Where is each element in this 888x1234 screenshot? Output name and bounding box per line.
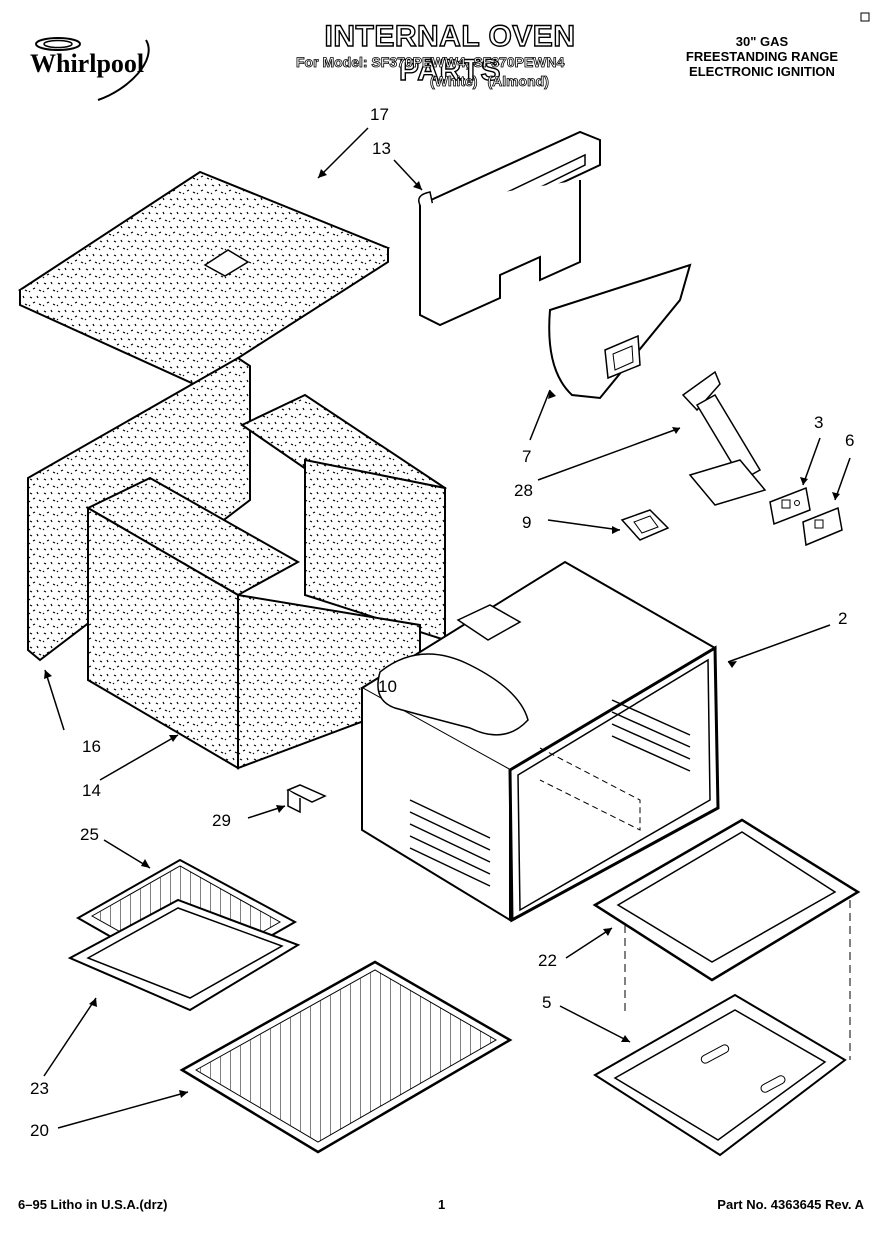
- callout-16: 16: [82, 737, 101, 756]
- callout-22: 22: [538, 951, 557, 970]
- callout-28: 28: [514, 481, 533, 500]
- callout-20: 20: [30, 1121, 49, 1140]
- part-28-bracket: [681, 370, 767, 506]
- part-22-bottom-panel: [592, 818, 861, 1060]
- callout-10: 10: [378, 677, 397, 696]
- part-3-gasket: [769, 486, 811, 526]
- part-2-oven-liner: [360, 560, 720, 923]
- logo-wordmark: Whirlpool: [30, 49, 144, 78]
- callout-6: 6: [845, 431, 854, 450]
- footer-print-info: 6–95 Litho in U.S.A.(drz): [18, 1197, 168, 1212]
- part-29-clip: [286, 784, 327, 814]
- color-almond: (Almond): [487, 73, 549, 90]
- part-7-burner-cover: [548, 263, 692, 400]
- leader-arrowheads: [44, 169, 840, 1098]
- corner-mark: [860, 12, 870, 22]
- logo-swirl-top: [35, 37, 81, 51]
- part-6-gasket: [802, 506, 843, 547]
- page-title: INTERNAL OVEN PARTS: [324, 19, 576, 87]
- leader-lines: [43, 127, 851, 1129]
- part-5-burner-baffle: [593, 993, 847, 1157]
- logo-swirl-inner: [43, 39, 73, 49]
- callout-9: 9: [522, 513, 531, 532]
- callout-13: 13: [372, 139, 391, 158]
- part-17-top-insulation: [17, 170, 391, 387]
- brand-logo: Whirlpool: [30, 37, 150, 101]
- part-9-gasket: [620, 509, 670, 541]
- callout-2: 2: [838, 609, 847, 628]
- callout-25: 25: [80, 825, 99, 844]
- model-numbers: For Model: SF370PEWW4, SF370PEWN4: [296, 54, 565, 71]
- callout-5: 5: [542, 993, 551, 1012]
- callout-7: 7: [522, 447, 531, 466]
- footer-part-number: Part No. 4363645 Rev. A: [717, 1197, 864, 1212]
- product-description: 30" GAS FREESTANDING RANGE ELECTRONIC IG…: [662, 34, 862, 79]
- part-23-broiler-pan: [67, 898, 301, 1012]
- product-line-1: 30" GAS: [735, 34, 789, 49]
- part-13-vent-duct: [418, 130, 601, 327]
- product-line-3: ELECTRONIC IGNITION: [689, 64, 835, 79]
- product-line-2: FREESTANDING RANGE: [685, 49, 839, 64]
- logo-swirl-arc: [97, 39, 150, 101]
- callout-17: 17: [370, 105, 389, 124]
- model-colors: (White) (Almond): [430, 73, 550, 90]
- callout-3: 3: [814, 413, 823, 432]
- part-14-front-insulation: [85, 476, 421, 770]
- color-white: (White): [430, 73, 478, 90]
- callout-14: 14: [82, 781, 101, 800]
- footer-page-number: 1: [438, 1197, 446, 1212]
- callout-29: 29: [212, 811, 231, 830]
- callout-23: 23: [30, 1079, 49, 1098]
- part-20-oven-rack: [179, 960, 513, 1154]
